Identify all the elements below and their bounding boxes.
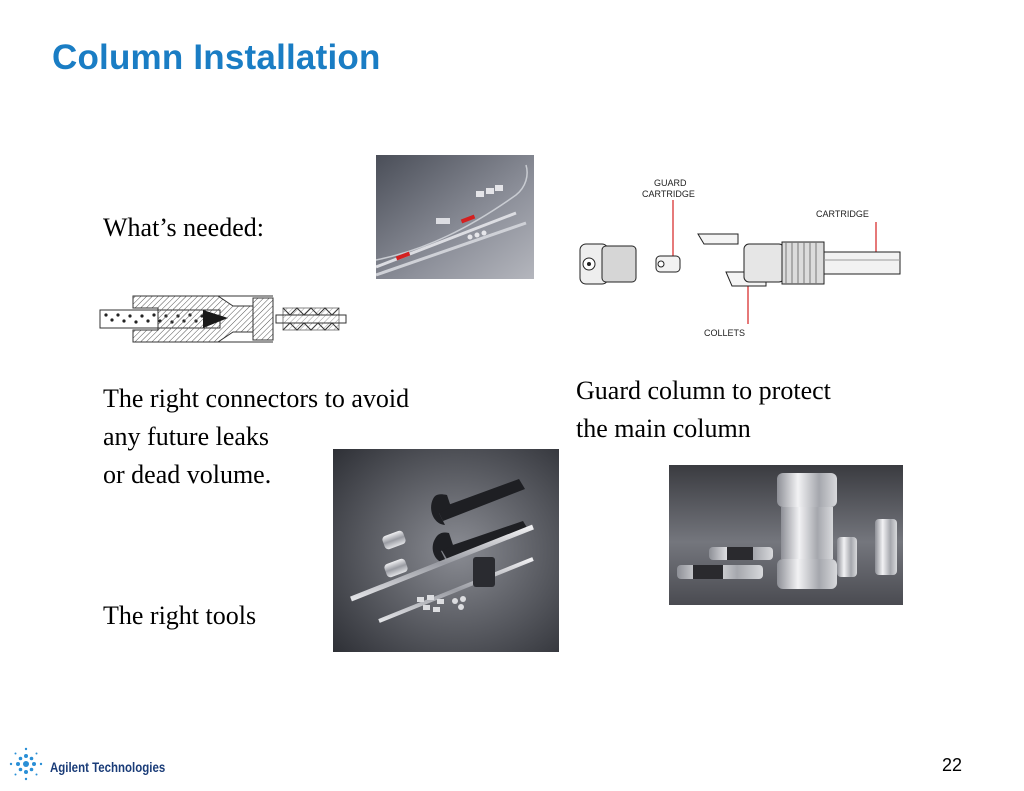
agilent-spark-logo-icon bbox=[8, 746, 44, 787]
guard-column-photo bbox=[669, 465, 903, 605]
connectors-line-1: The right connectors to avoid bbox=[103, 384, 410, 413]
label-cartridge: CARTRIDGE bbox=[816, 209, 869, 219]
tools-photo bbox=[333, 449, 559, 652]
tools-text: The right tools bbox=[103, 601, 257, 630]
guard-line-2: the main column bbox=[576, 414, 751, 443]
connectors-text: The right connectors to avoid any future… bbox=[103, 380, 409, 494]
fitting-cross-section-diagram bbox=[98, 288, 348, 348]
slide-title: Column Installation bbox=[52, 38, 381, 77]
label-collets: COLLETS bbox=[704, 328, 745, 338]
connectors-line-2: any future leaks bbox=[103, 422, 270, 451]
guard-column-text: Guard column to protect the main column bbox=[576, 372, 831, 448]
label-guard: GUARD bbox=[654, 178, 687, 188]
guard-cartridge-diagram: GUARD CARTRIDGE CARTRIDGE COLLETS bbox=[576, 172, 906, 342]
tubing-fittings-photo bbox=[376, 155, 534, 279]
whats-needed-text: What’s needed: bbox=[103, 213, 264, 242]
guard-line-1: Guard column to protect bbox=[576, 376, 831, 405]
label-guard-cartridge: CARTRIDGE bbox=[642, 189, 695, 199]
page-number: 22 bbox=[941, 755, 962, 775]
company-name: Agilent Technologies bbox=[50, 758, 166, 775]
agilent-logo: Agilent Technologies bbox=[8, 746, 191, 787]
connectors-line-3: or dead volume. bbox=[103, 460, 272, 489]
